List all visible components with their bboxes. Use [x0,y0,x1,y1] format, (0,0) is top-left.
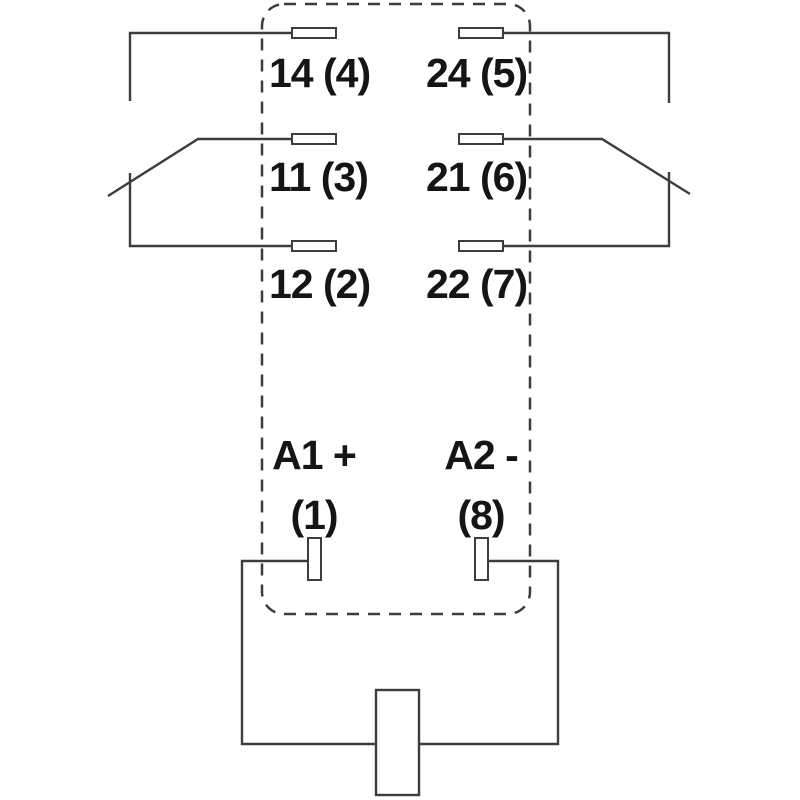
terminal-pad-11 [291,133,337,145]
contact-14-wire-and-gap-stub [128,31,292,101]
terminal-label-24: 24 (5) [426,50,527,96]
terminal-pad-12 [291,240,337,252]
contact-22-wire-riser [503,172,671,248]
contact-12-wire-riser [128,173,292,248]
terminal-pad-14 [291,27,337,39]
terminal-pad-22 [458,240,504,252]
mounting-pin [374,688,421,797]
coil-terminal-pad-a2 [474,537,489,581]
terminal-label-22: 22 (7) [426,261,527,307]
coil-terminal-pad-a1 [307,537,322,581]
coil-pin-label-a1: (1) [290,492,337,538]
terminal-label-14: 14 (4) [269,50,370,96]
terminal-label-11: 11 (3) [269,154,368,200]
coil-label-a2: A2 - [444,432,518,478]
contact-24-wire-and-gap-stub [503,31,671,103]
terminal-pad-24 [458,27,504,39]
coil-pin-label-a2: (8) [457,492,504,538]
coil-label-a1: A1 + [272,432,356,478]
terminal-label-12: 12 (2) [269,261,370,307]
terminal-pad-21 [458,133,504,145]
relay-body-dashed-outline [260,2,532,616]
terminal-label-21: 21 (6) [426,154,527,200]
contact-11-wire-and-arm [107,137,292,198]
contact-21-wire-and-arm [503,137,691,196]
